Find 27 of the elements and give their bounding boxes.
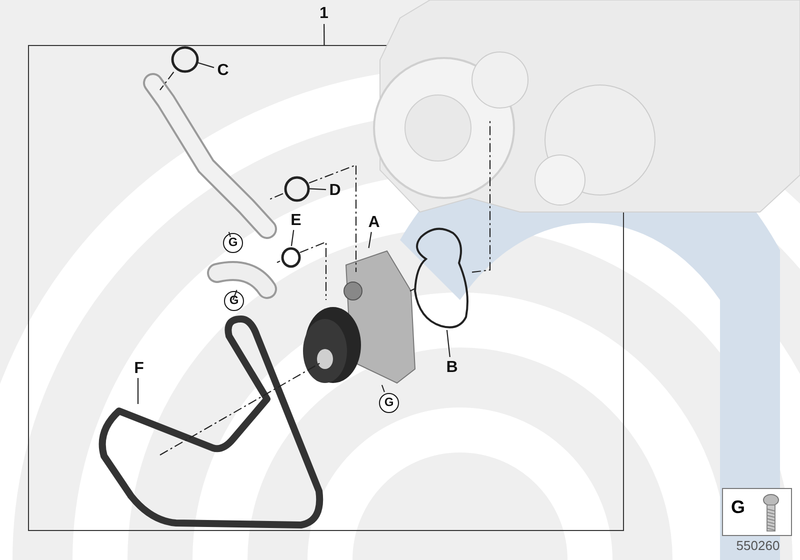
leader-line — [368, 232, 372, 248]
assembly-line — [410, 288, 416, 292]
callout-number: F — [131, 359, 147, 379]
assembly-line — [300, 241, 327, 301]
leader-line — [308, 188, 326, 190]
callout-number: D — [327, 181, 343, 201]
assembly-line — [267, 193, 284, 201]
callout-number: B — [444, 358, 460, 378]
leader-line — [324, 24, 325, 45]
assembly-line — [472, 119, 491, 273]
callout-number: G — [731, 497, 746, 518]
callout-number: 1 — [316, 4, 332, 24]
leader-line — [137, 378, 139, 405]
leader-line — [446, 330, 450, 358]
callout-number: E — [288, 211, 304, 231]
leader-line — [290, 230, 294, 246]
assembly-line — [308, 164, 357, 273]
callout-number: C — [215, 61, 231, 81]
assembly-line — [276, 260, 280, 263]
leader-line — [228, 232, 231, 238]
leader-line — [381, 384, 385, 392]
figure-number: 550260 — [735, 538, 781, 553]
leader-line — [232, 290, 238, 300]
assembly-line — [159, 361, 323, 456]
leader-line — [198, 62, 214, 68]
callout-number: A — [366, 213, 382, 233]
assembly-line — [159, 72, 174, 91]
